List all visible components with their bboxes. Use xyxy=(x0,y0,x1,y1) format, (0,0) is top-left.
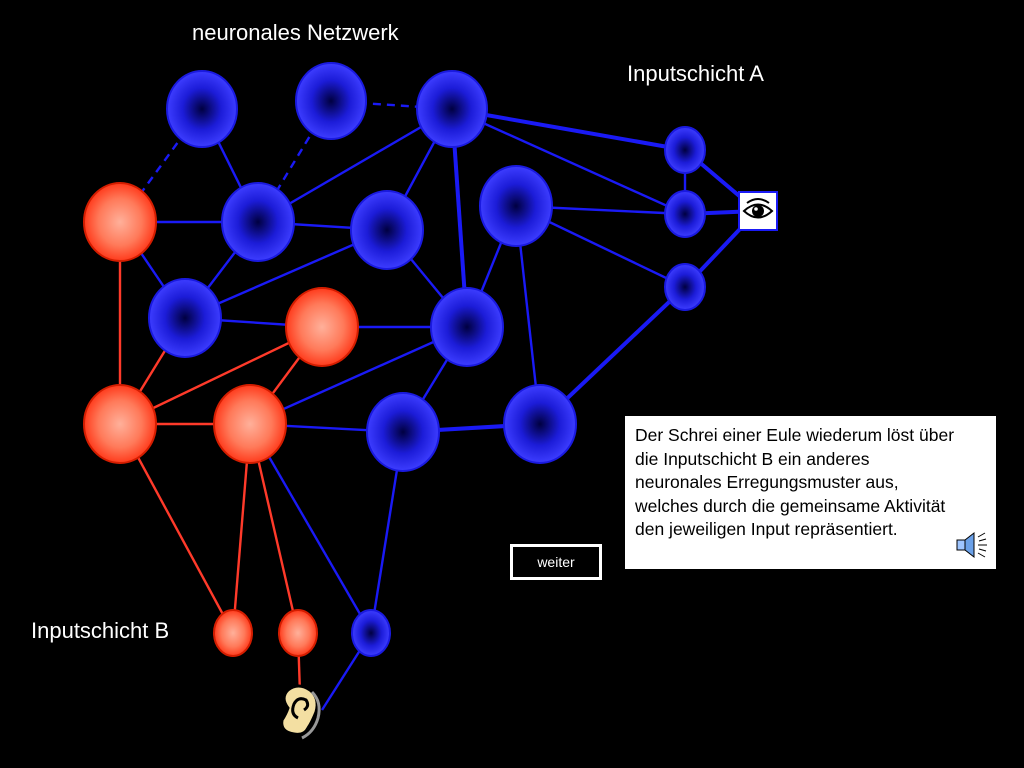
neuron-active xyxy=(83,182,157,262)
neuron-inactive xyxy=(148,278,222,358)
next-button[interactable]: weiter xyxy=(510,544,602,580)
neuron-inactive xyxy=(366,392,440,472)
input-b-neuron-inactive xyxy=(351,609,391,657)
inactive-connection xyxy=(451,107,686,216)
neuron-inactive xyxy=(430,287,504,367)
input-layer-a-label: Inputschicht A xyxy=(627,61,764,86)
neurons xyxy=(83,62,706,657)
neuron-inactive xyxy=(350,190,424,270)
neuron-active xyxy=(213,384,287,464)
description-box: Der Schrei einer Eule wiederum löst über… xyxy=(625,416,996,569)
neuron-inactive xyxy=(416,70,488,148)
inactive-connection xyxy=(249,325,468,426)
diagram-title: neuronales Netzwerk xyxy=(192,20,399,45)
connections xyxy=(118,99,759,711)
input-a-neuron-inactive xyxy=(664,263,706,311)
neuron-inactive xyxy=(295,62,367,140)
eye-icon xyxy=(738,191,778,231)
input-a-neuron-inactive xyxy=(664,190,706,238)
input-a-neuron-inactive xyxy=(664,126,706,174)
ear-icon xyxy=(280,684,321,740)
neuron-active xyxy=(285,287,359,367)
neuron-inactive xyxy=(479,165,553,247)
neuron-inactive xyxy=(166,70,238,148)
description-text: Der Schrei einer Eule wiederum löst über… xyxy=(635,425,955,539)
input-layer-b-label: Inputschicht B xyxy=(31,618,170,643)
active-connection xyxy=(118,423,235,634)
speaker-icon[interactable] xyxy=(954,527,990,563)
inactive-connection xyxy=(451,107,686,152)
inactive-connection xyxy=(248,423,373,634)
neuron-active xyxy=(83,384,157,464)
input-b-neuron-active xyxy=(278,609,318,657)
input-b-neuron-active xyxy=(213,609,253,657)
neuron-inactive xyxy=(503,384,577,464)
neuron-inactive xyxy=(221,182,295,262)
